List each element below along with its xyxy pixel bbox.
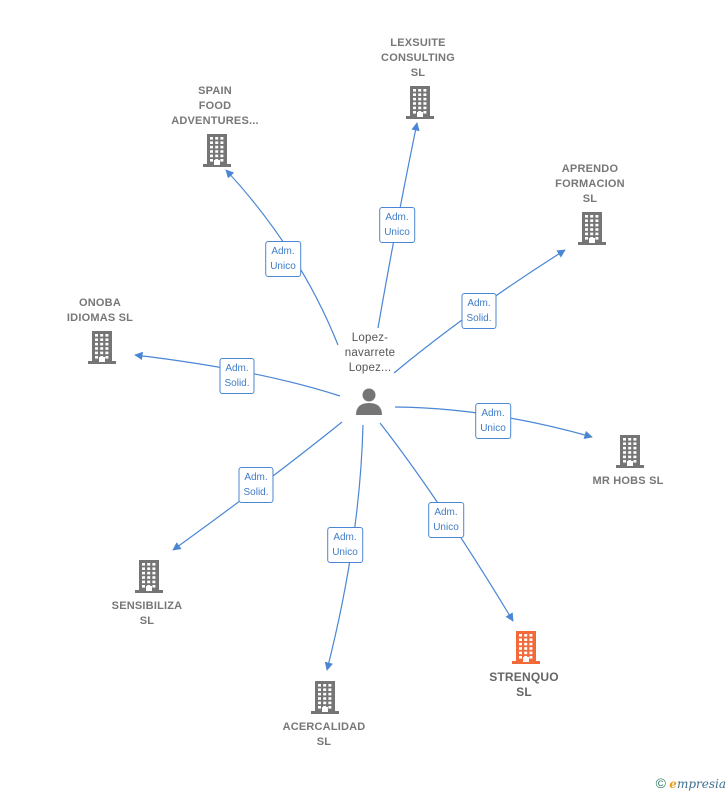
building-icon xyxy=(311,681,339,714)
node-label-sensibiliza[interactable]: SENSIBILIZA SL xyxy=(111,600,183,627)
edge-label-aprendo[interactable]: Adm. Solid. xyxy=(461,293,497,329)
footer-brand: © empresia xyxy=(656,775,726,791)
person-icon xyxy=(356,388,382,415)
building-icon xyxy=(578,212,606,245)
building-icon xyxy=(512,631,540,664)
edge-label-spain-food[interactable]: Adm. Unico xyxy=(265,241,301,277)
building-icon xyxy=(135,560,163,593)
building-icon xyxy=(88,331,116,364)
node-label-strenquo[interactable]: STRENQUO SL xyxy=(489,670,559,699)
building-icon xyxy=(406,86,434,119)
building-icon xyxy=(616,435,644,468)
edge-label-sensibiliza[interactable]: Adm. Solid. xyxy=(238,467,274,503)
node-label-spain-food[interactable]: SPAIN FOOD ADVENTURES... xyxy=(171,85,259,127)
brand-initial: e xyxy=(669,777,677,791)
node-label-lexsuite[interactable]: LEXSUITE CONSULTING SL xyxy=(381,37,455,79)
node-label-acercalidad[interactable]: ACERCALIDAD SL xyxy=(282,721,366,748)
brand-name: mpresia xyxy=(676,777,726,791)
center-person-label[interactable]: Lopez- navarrete Lopez... xyxy=(344,332,396,374)
edge-label-strenquo[interactable]: Adm. Unico xyxy=(428,502,464,538)
node-label-mr-hobs[interactable]: MR HOBS SL xyxy=(592,475,664,487)
edge-label-onoba[interactable]: Adm. Solid. xyxy=(219,358,255,394)
edge-label-lexsuite[interactable]: Adm. Unico xyxy=(379,207,415,243)
edge-label-acercalidad[interactable]: Adm. Unico xyxy=(327,527,363,563)
node-label-aprendo[interactable]: APRENDO FORMACION SL xyxy=(555,163,625,205)
building-icon xyxy=(203,134,231,167)
copyright-symbol: © xyxy=(655,775,666,791)
node-label-onoba[interactable]: ONOBA IDIOMAS SL xyxy=(66,297,134,324)
edge-label-mr-hobs[interactable]: Adm. Unico xyxy=(475,403,511,439)
